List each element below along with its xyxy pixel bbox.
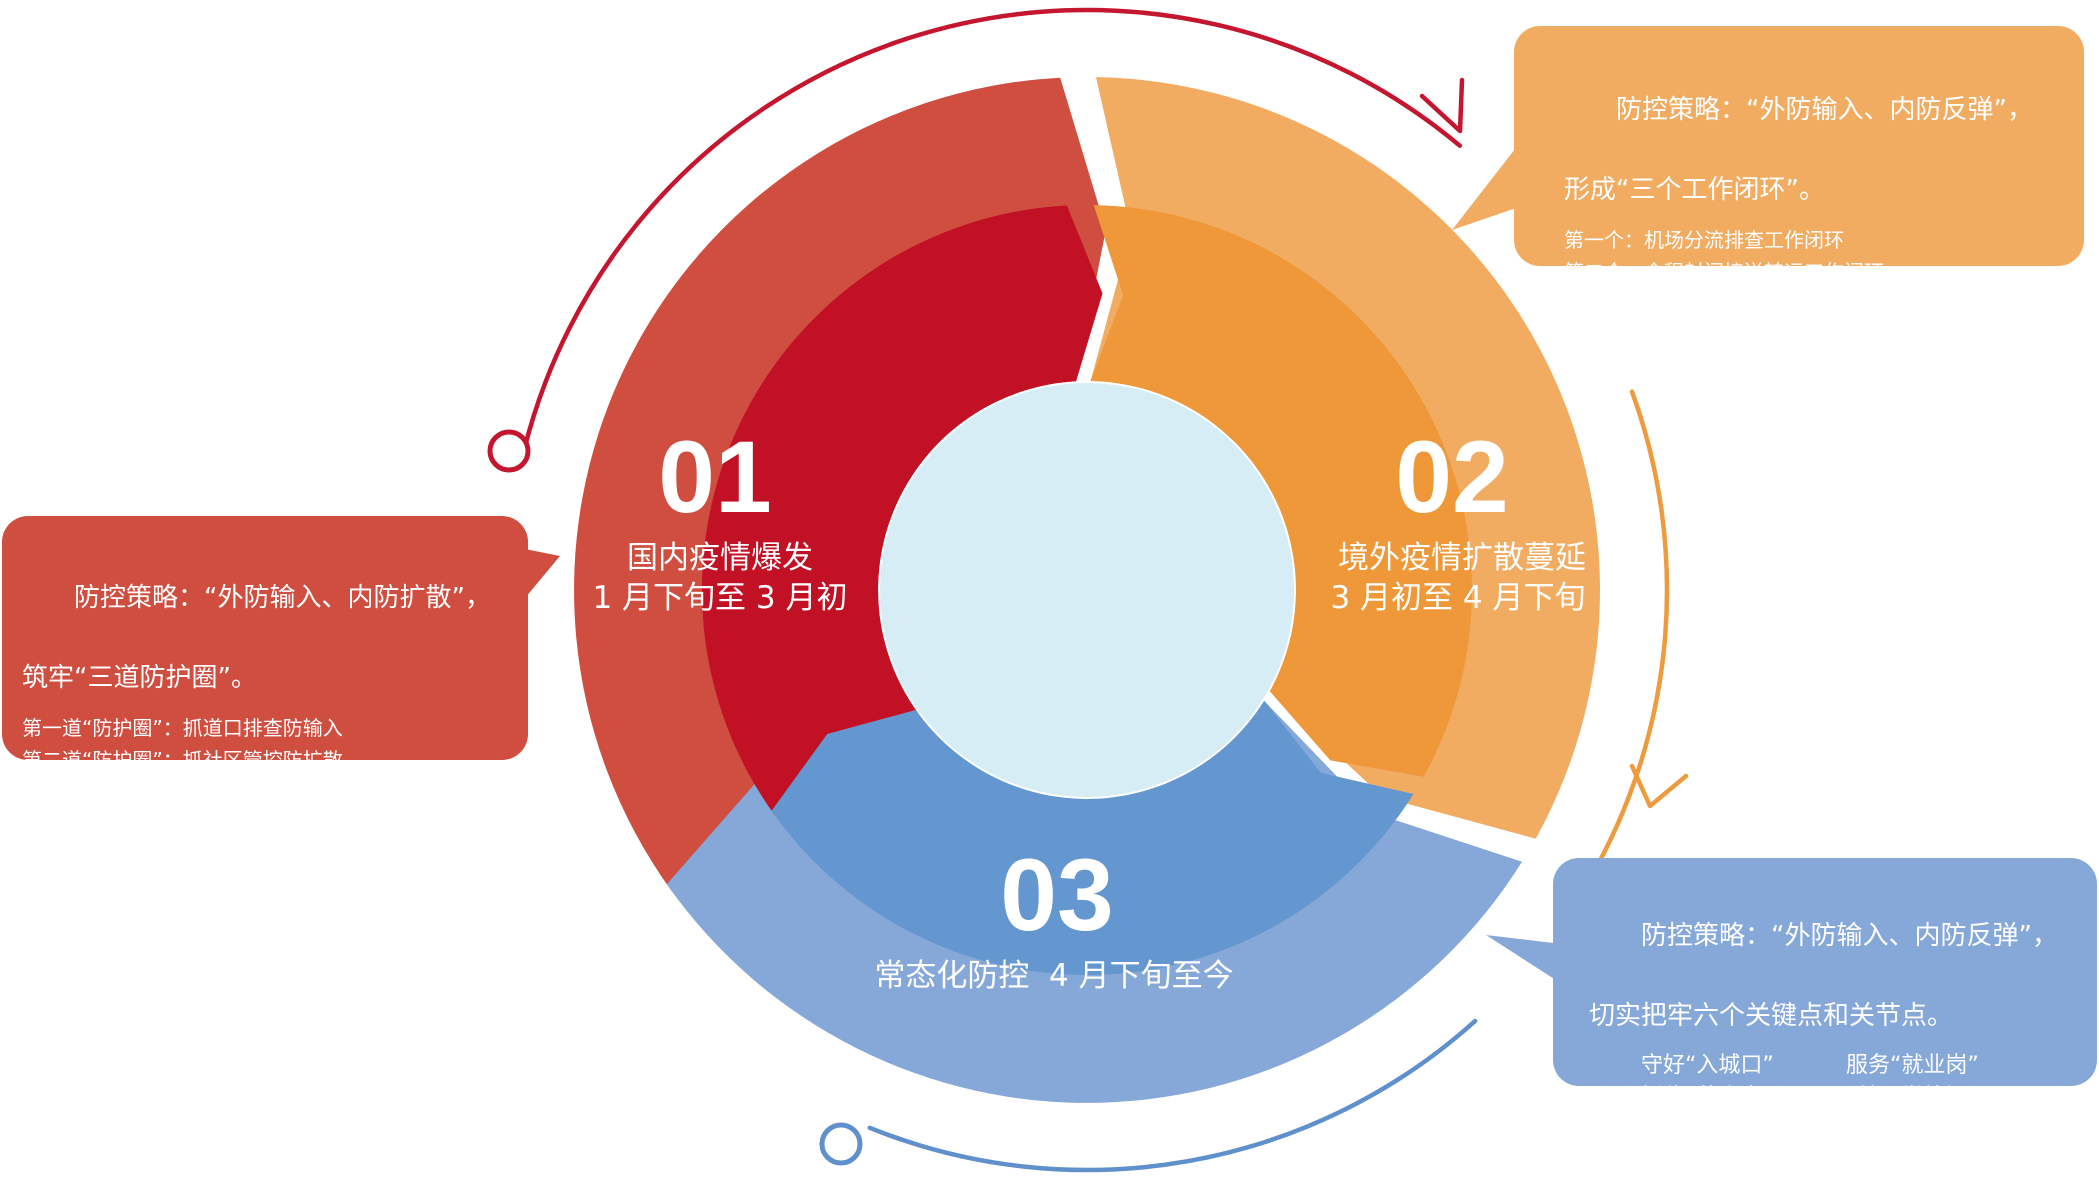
segment-02-title: 境外疫情扩散蔓延 xyxy=(1338,540,1586,576)
list-item: 第三个：属地社区管控工作闭环 xyxy=(1564,292,1844,316)
callout-1-tail xyxy=(520,548,560,604)
center-hub xyxy=(880,383,1294,797)
list-item: 第二个：全程封闭接送转运工作闭环 xyxy=(1564,260,1884,284)
callout-3-tail xyxy=(1486,935,1562,984)
callout-2-heading-line1: 防控策略：“外防输入、内防反弹”， xyxy=(1616,95,2033,125)
segment-02-inner xyxy=(1090,205,1472,777)
callout-2-tail xyxy=(1452,140,1522,230)
callout-2-heading-line2: 形成“三个工作闭环”。 xyxy=(1564,175,1825,205)
callout-3-list: 守好“入城口” 服务“就业岗” 抓住“落脚点” 看好“学校门” 管好“流动中” … xyxy=(1641,1050,2097,1146)
callout-1-heading: 防控策略：“外防输入、内防扩散”， 筑牢“三道防护圈”。 xyxy=(22,538,528,698)
red-flow-arrowhead xyxy=(1419,77,1465,134)
callout-2-list: 第一个：机场分流排查工作闭环 第二个：全程封闭接送转运工作闭环 第三个：属地社区… xyxy=(1564,224,2084,320)
segment-01-period: 1 月下旬至 3 月初 xyxy=(592,580,847,616)
segment-02-period: 3 月初至 4 月下旬 xyxy=(1330,580,1585,616)
list-item: 第三道“防护圈”：抓医疗救治持续提升治愈率 xyxy=(22,780,423,804)
blue-flow-start-ring xyxy=(819,1122,863,1166)
orange-flow-arc xyxy=(1587,389,1670,883)
segment-01-number: 01 xyxy=(658,420,771,534)
callout-strategy-1: 防控策略：“外防输入、内防扩散”， 筑牢“三道防护圈”。 第一道“防护圈”：抓道… xyxy=(2,516,528,804)
red-flow-start-ring xyxy=(487,429,531,473)
red-flow-arc xyxy=(521,7,1463,452)
list-item: 第一道“防护圈”：抓道口排查防输入 xyxy=(22,716,343,740)
callout-strategy-3: 防控策略：“外防输入、内防反弹”， 切实把牢六个关键点和关节点。 守好“入城口”… xyxy=(1553,858,2097,1142)
orange-flow-arrowhead xyxy=(1629,763,1689,809)
callout-3-heading-line1: 防控策略：“外防输入、内防反弹”， xyxy=(1641,921,2058,951)
segment-03-title: 常态化防控 4 月下旬至今 xyxy=(874,958,1233,994)
segment-03-number: 03 xyxy=(1000,838,1113,952)
segment-01-inner xyxy=(701,205,1103,817)
list-item: 抓住“落脚点” xyxy=(1641,1085,1774,1110)
list-item: 管好“流动中” xyxy=(1641,1117,1774,1142)
callout-strategy-2: 防控策略：“外防输入、内防反弹”， 形成“三个工作闭环”。 第一个：机场分流排查… xyxy=(1514,26,2084,316)
segment-03-inner xyxy=(771,700,1414,975)
list-item: 第一个：机场分流排查工作闭环 xyxy=(1564,228,1844,252)
list-item: 第二道“防护圈”：抓社区管控防扩散 xyxy=(22,748,343,772)
callout-3-heading-line2: 切实把牢六个关键点和关节点。 xyxy=(1589,1001,1954,1031)
blue-flow-arc xyxy=(867,1018,1478,1173)
ring xyxy=(574,77,1601,1103)
segment-labels: 01 国内疫情爆发 1 月下旬至 3 月初 02 境外疫情扩散蔓延 3 月初至 … xyxy=(592,420,1586,994)
callout-2-heading: 防控策略：“外防输入、内防反弹”， 形成“三个工作闭环”。 xyxy=(1564,50,2084,210)
flow-arrows xyxy=(487,7,1689,1173)
segment-01-title: 国内疫情爆发 xyxy=(627,540,813,576)
list-item: 守好“入城口” xyxy=(1641,1053,1774,1078)
callout-tails xyxy=(520,140,1562,984)
segment-02-number: 02 xyxy=(1395,420,1508,534)
list-item: 用好“监测哨” xyxy=(1846,1117,1979,1142)
callout-1-heading-line2: 筑牢“三道防护圈”。 xyxy=(22,663,257,693)
callout-3-heading: 防控策略：“外防输入、内防反弹”， 切实把牢六个关键点和关节点。 xyxy=(1589,876,2097,1036)
callout-1-list: 第一道“防护圈”：抓道口排查防输入 第二道“防护圈”：抓社区管控防扩散 第三道“… xyxy=(22,712,528,808)
list-item: 服务“就业岗” xyxy=(1846,1053,1979,1078)
list-item: 看好“学校门” xyxy=(1846,1085,1979,1110)
callout-1-heading-line1: 防控策略：“外防输入、内防扩散”， xyxy=(74,583,491,613)
